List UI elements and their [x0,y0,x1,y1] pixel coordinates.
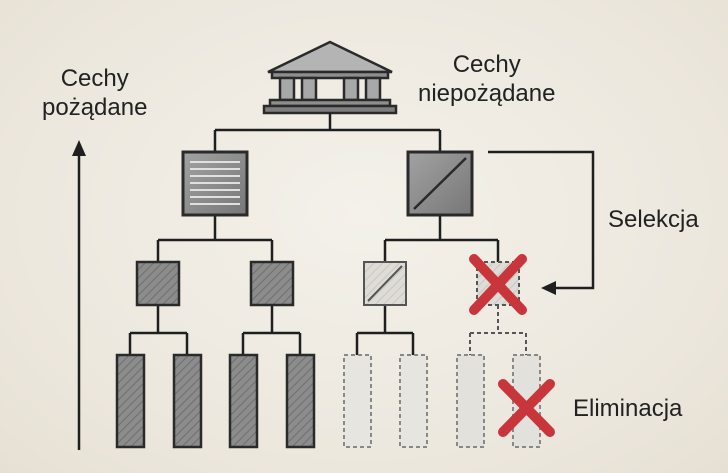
red-x-icon [469,254,527,315]
desirable-line1: Cechy [60,65,129,92]
upward-arrow [72,140,86,450]
desirable-traits-label: Cechy pożądane [42,64,147,122]
level2-box-1 [135,260,181,307]
tree-connectors [128,113,595,355]
level2-box-3 [363,261,407,306]
elimination-label: Eliminacja [573,395,683,422]
level2-box-2 [249,260,295,307]
undesirable-line1: Cechy [452,51,521,78]
bar-1 [115,353,146,449]
red-x-icon-elimination [498,379,555,437]
desirable-line2: pożądane [42,94,148,121]
bar-5 [343,354,372,448]
building-icon [262,40,398,115]
selection-label: Selekcja [608,206,699,233]
undesirable-traits-label: Cechy niepożądane [418,50,555,108]
selection-arrowhead [541,281,556,295]
striped-square-icon [181,150,249,217]
bar-2 [172,353,203,449]
bar-3 [228,353,259,449]
eliminated-connectors [469,305,527,355]
level3-bars [115,353,541,449]
bar-6 [399,354,428,448]
undesirable-line2: niepożądane [418,80,556,107]
bar-4 [285,353,316,449]
bar-7 [456,354,485,448]
diagonal-square-icon [406,150,474,217]
